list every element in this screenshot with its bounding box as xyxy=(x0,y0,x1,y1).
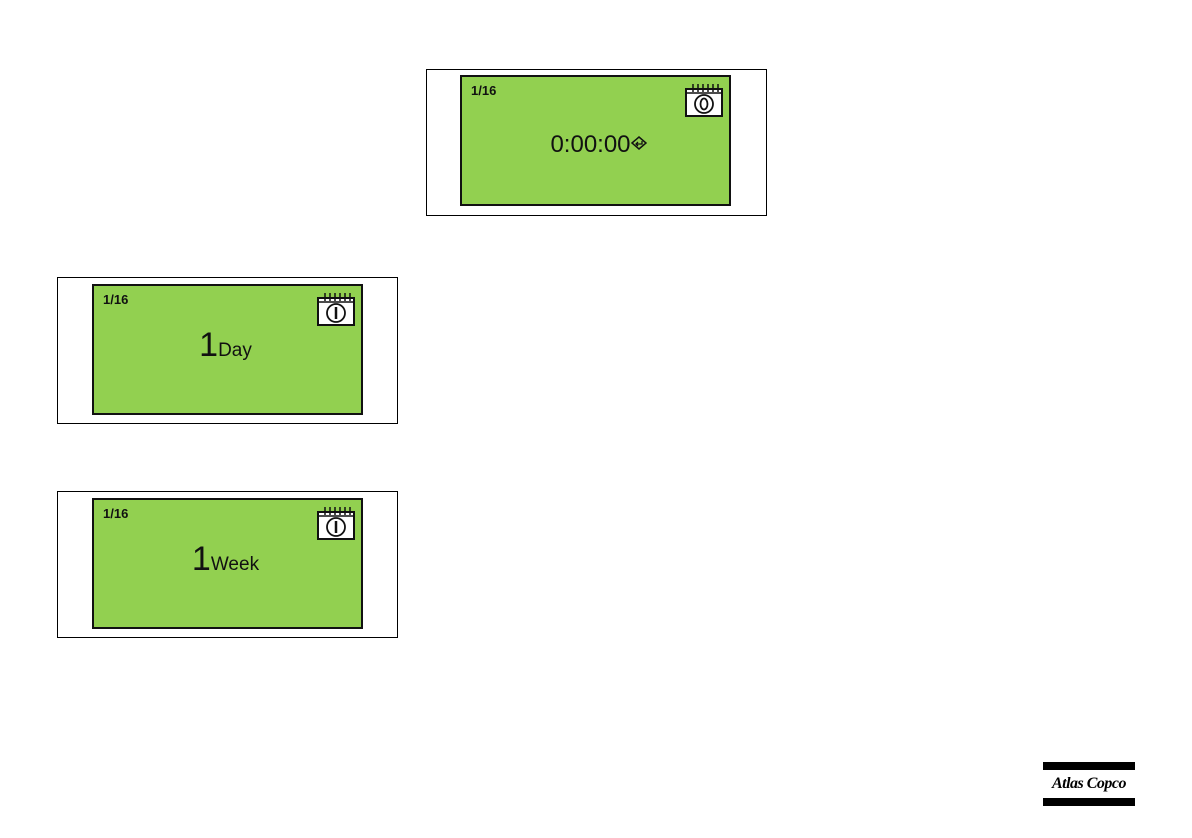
display-frame-day: 1/16 1Day xyxy=(57,277,398,424)
display-frame-time: 1/16 0:00:00 xyxy=(426,69,767,216)
logo-bottom-bar xyxy=(1043,798,1135,806)
screen-index: 1/16 xyxy=(471,83,496,98)
calendar-reset-icon xyxy=(685,83,723,117)
interval-number: 1 xyxy=(199,326,218,364)
lcd-screen-day: 1/16 1Day xyxy=(92,284,363,415)
lcd-screen-week: 1/16 1Week xyxy=(92,498,363,629)
interval-readout: 1Week xyxy=(90,542,361,576)
display-frame-week: 1/16 1Week xyxy=(57,491,398,638)
calendar-on-icon xyxy=(317,506,355,540)
screen-index: 1/16 xyxy=(103,292,128,307)
interval-unit: Week xyxy=(211,554,259,575)
interval-readout: 1Day xyxy=(90,328,361,362)
calendar-on-icon xyxy=(317,292,355,326)
logo-text: Atlas Copco xyxy=(1043,775,1135,793)
atlas-copco-logo: Atlas Copco xyxy=(1043,762,1135,808)
timer-value: 0:00:00 xyxy=(550,131,630,158)
interval-number: 1 xyxy=(192,540,211,578)
screen-index: 1/16 xyxy=(103,506,128,521)
interval-unit: Day xyxy=(218,340,252,361)
timer-readout: 0:00:00 xyxy=(468,131,729,159)
lcd-screen-time: 1/16 0:00:00 xyxy=(460,75,731,206)
logo-top-bar xyxy=(1043,762,1135,770)
enter-arrow-icon xyxy=(631,136,647,150)
